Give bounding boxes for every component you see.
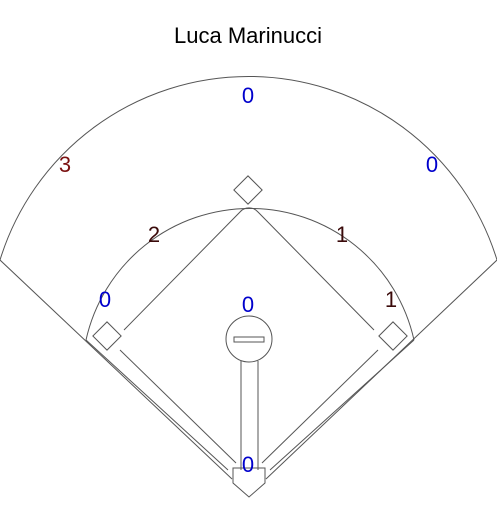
left-foul-line xyxy=(0,259,233,480)
home-plate xyxy=(232,467,266,498)
zone-value-first-base-line: 1 xyxy=(385,287,397,312)
base-path-third-to-home xyxy=(119,349,237,464)
pitchers-mound xyxy=(225,315,273,363)
zone-value-up-the-middle: 0 xyxy=(242,292,254,317)
second-base xyxy=(233,175,263,205)
zone-value-third-base-line: 0 xyxy=(99,287,111,312)
zone-value-outfield-right: 0 xyxy=(426,152,438,177)
zone-value-infield-right: 1 xyxy=(336,222,348,247)
base-path-first-to-home xyxy=(261,349,379,464)
first-base xyxy=(378,321,408,351)
infield-left-edge xyxy=(85,339,229,471)
zone-value-outfield-center: 0 xyxy=(242,83,254,108)
outfield-fence xyxy=(0,75,497,261)
zone-value-outfield-left: 3 xyxy=(59,152,71,177)
third-base xyxy=(92,321,122,351)
zone-value-infield-left: 2 xyxy=(148,222,160,247)
zone-value-home: 0 xyxy=(242,452,254,477)
player-name: Luca Marinucci xyxy=(174,23,322,48)
infield-right-edge xyxy=(269,339,415,471)
mound-to-home-path xyxy=(240,361,259,470)
infield-arc xyxy=(85,208,415,341)
base-path-third-to-second xyxy=(123,207,375,331)
pitchers-rubber xyxy=(233,336,265,343)
